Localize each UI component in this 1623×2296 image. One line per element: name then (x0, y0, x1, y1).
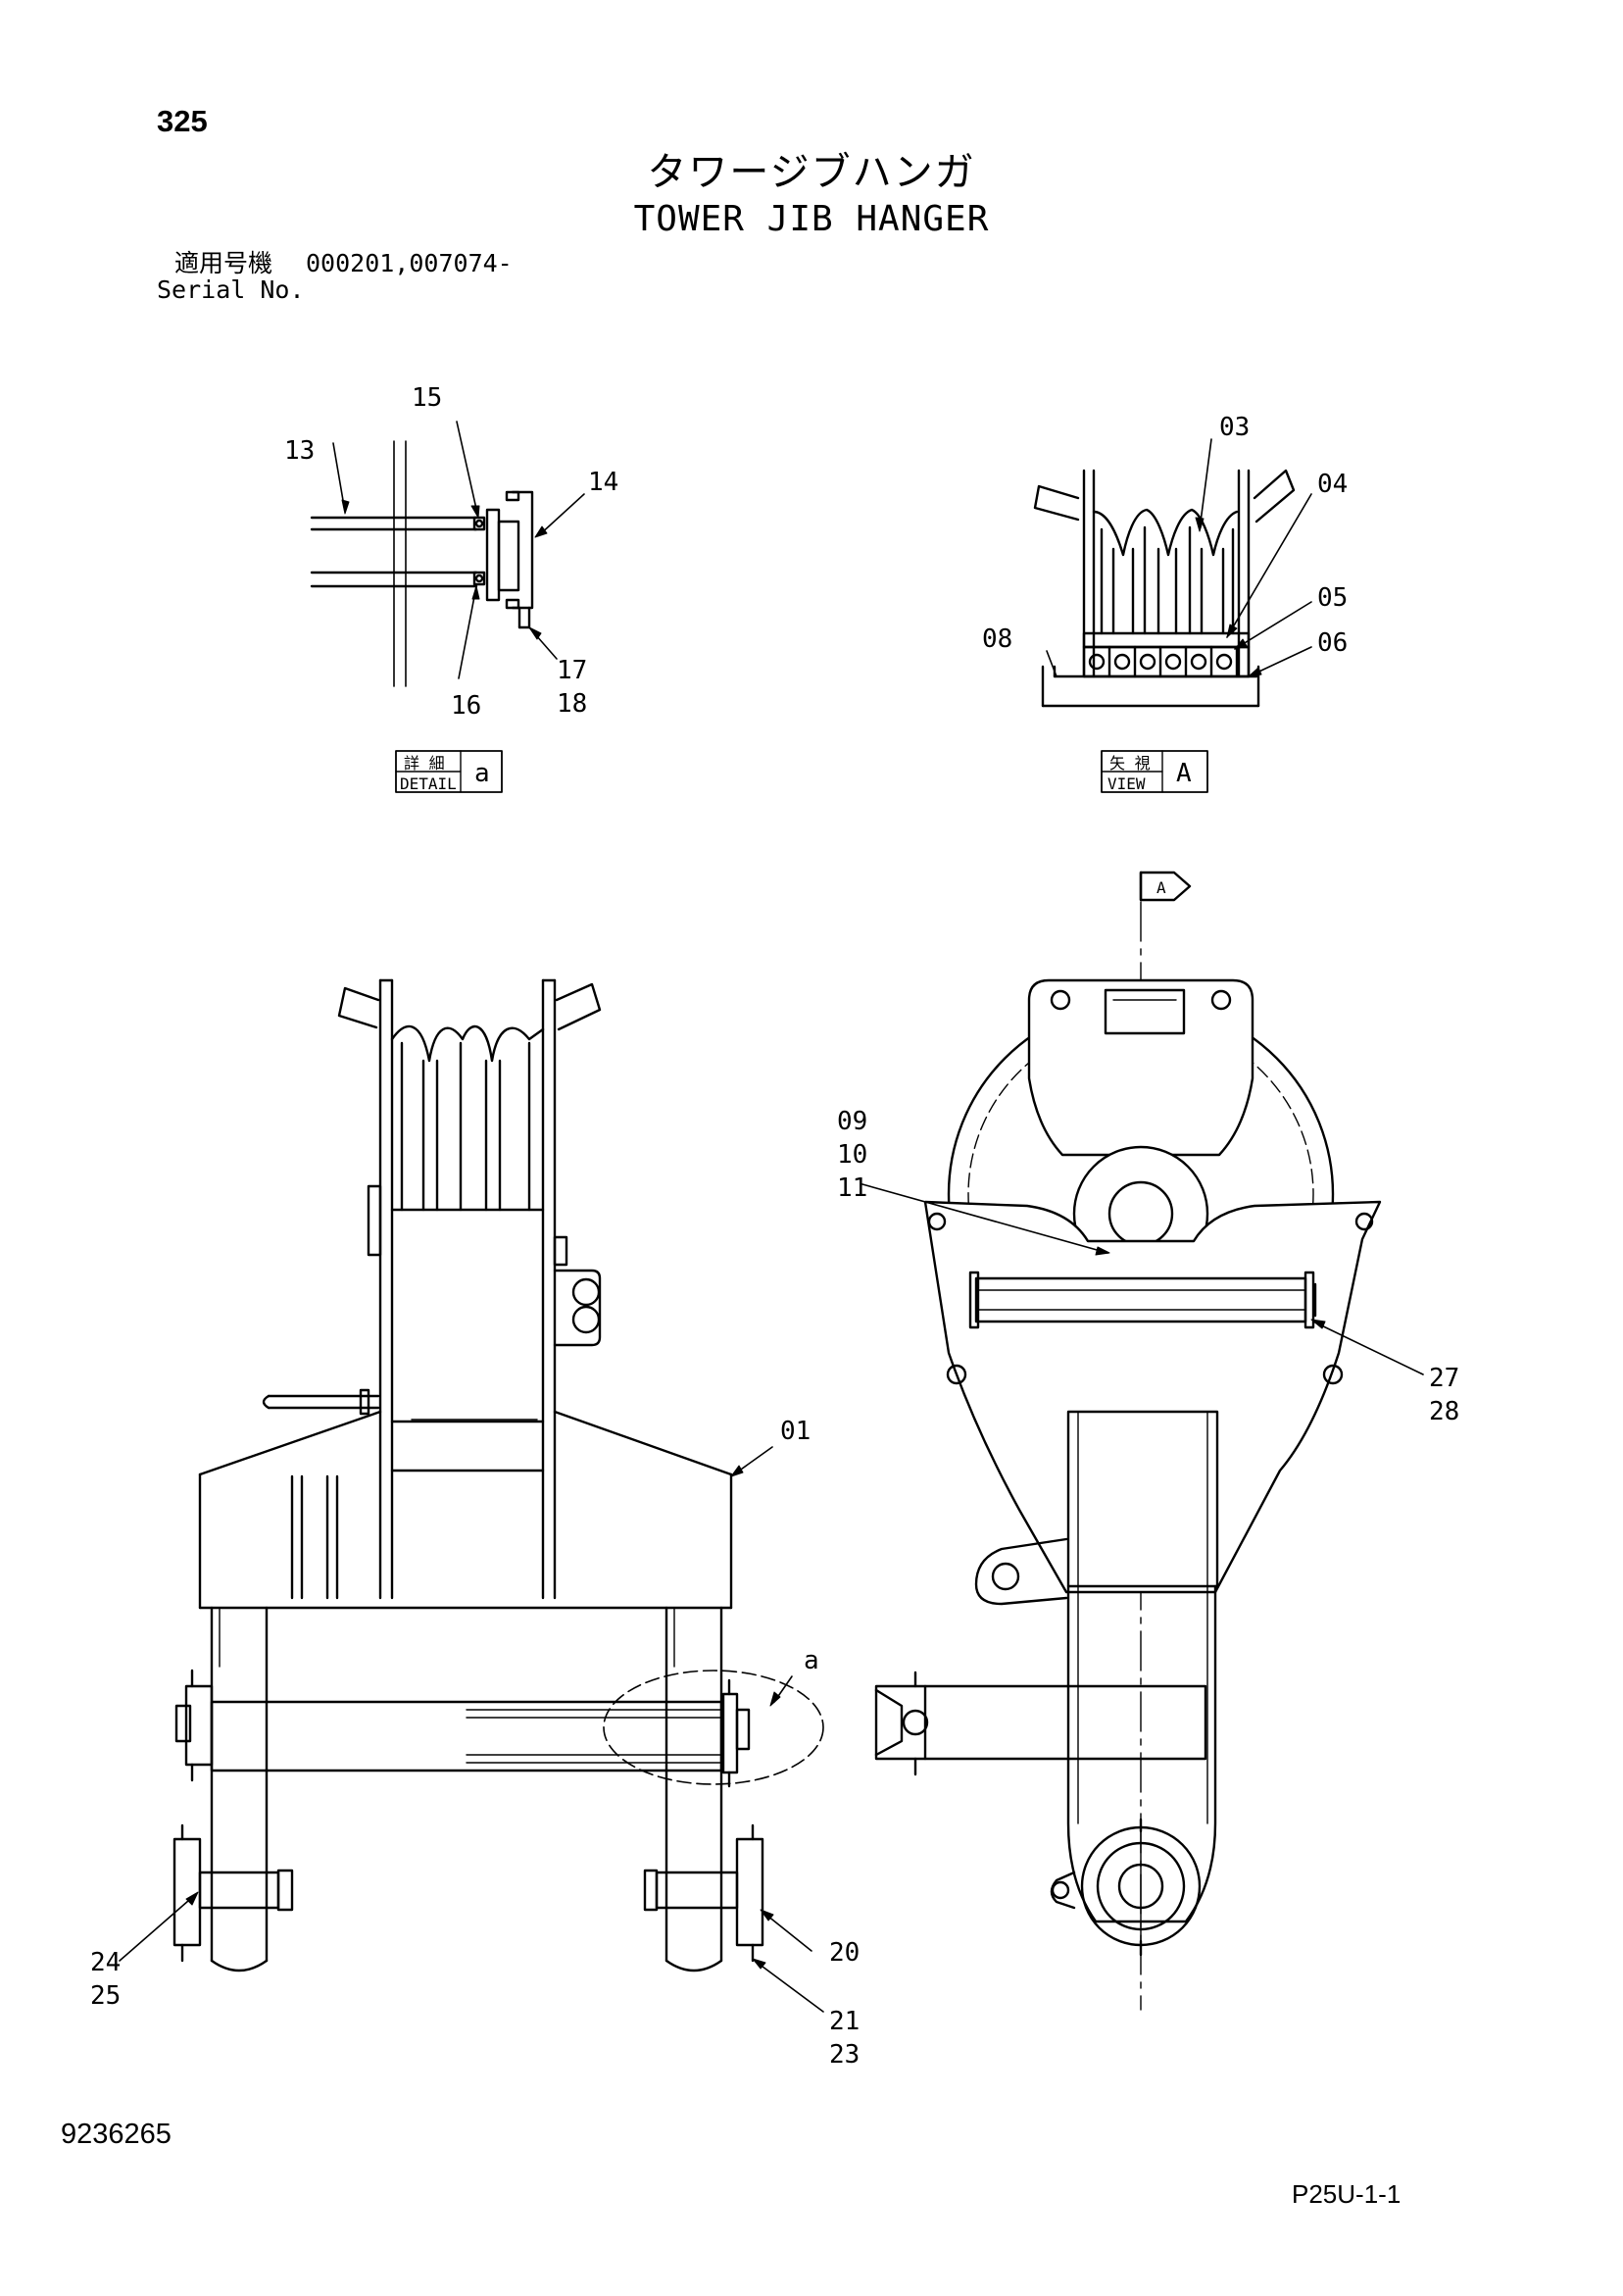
callout-06: 06 (1317, 628, 1348, 658)
callout-03: 03 (1219, 413, 1250, 442)
front-view-drawing (119, 978, 824, 2013)
callout-28: 28 (1429, 1397, 1459, 1426)
callout-11: 11 (837, 1173, 867, 1203)
callout-04: 04 (1317, 470, 1348, 499)
detail-label-letter: a (474, 759, 490, 788)
callout-13: 13 (284, 436, 315, 466)
view-a-callouts: 03 04 05 06 08 (982, 413, 1348, 658)
callout-23: 23 (829, 2040, 860, 2070)
callout-18: 18 (557, 689, 587, 719)
callout-25: 25 (90, 1981, 121, 2011)
front-view-callouts: 01 a 20 21 23 24 25 (90, 1417, 860, 2070)
view-a-label-box: 矢 視 VIEW A (1101, 750, 1208, 793)
callout-08: 08 (982, 624, 1012, 654)
serial-values: 000201,007074- (306, 249, 513, 277)
callout-20: 20 (829, 1938, 860, 1968)
serial-label-english: Serial No. (157, 275, 305, 304)
callout-05: 05 (1317, 583, 1348, 613)
callout-10: 10 (837, 1140, 867, 1170)
side-view-callouts: 09 10 11 27 28 (837, 1107, 1459, 1426)
detail-a-callouts: 13 15 14 16 17 18 (284, 383, 618, 721)
callout-16: 16 (451, 691, 481, 721)
callout-14: 14 (588, 468, 618, 497)
callout-27: 27 (1429, 1364, 1459, 1393)
view-label-en: VIEW (1107, 774, 1146, 793)
view-label-letter: A (1176, 759, 1192, 788)
side-view-drawing: A (861, 871, 1424, 2011)
title-english: TOWER JIB HANGER (633, 199, 990, 239)
document-number: 9236265 (61, 2119, 172, 2150)
detail-label-en: DETAIL (400, 774, 457, 793)
callout-09: 09 (837, 1107, 867, 1136)
detail-a-label-box: 詳 細 DETAIL a (395, 750, 503, 793)
callout-21: 21 (829, 2007, 860, 2036)
view-a-drawing (1033, 438, 1312, 708)
title-japanese: タワージブハンガ (647, 150, 976, 195)
sheet-code: P25U-1-1 (1292, 2179, 1402, 2209)
detail-label-jp: 詳 細 (404, 754, 445, 773)
callout-24: 24 (90, 1948, 121, 1977)
callout-01: 01 (780, 1417, 811, 1446)
callout-15: 15 (412, 383, 442, 413)
callout-17: 17 (557, 656, 587, 685)
serial-label-japanese: 適用号機 (174, 249, 273, 277)
view-label-jp: 矢 視 (1109, 754, 1151, 773)
view-arrow-letter: A (1156, 878, 1166, 897)
detail-a-drawing (310, 421, 585, 687)
page-number: 325 (157, 104, 208, 138)
detail-marker-a: a (804, 1646, 819, 1675)
